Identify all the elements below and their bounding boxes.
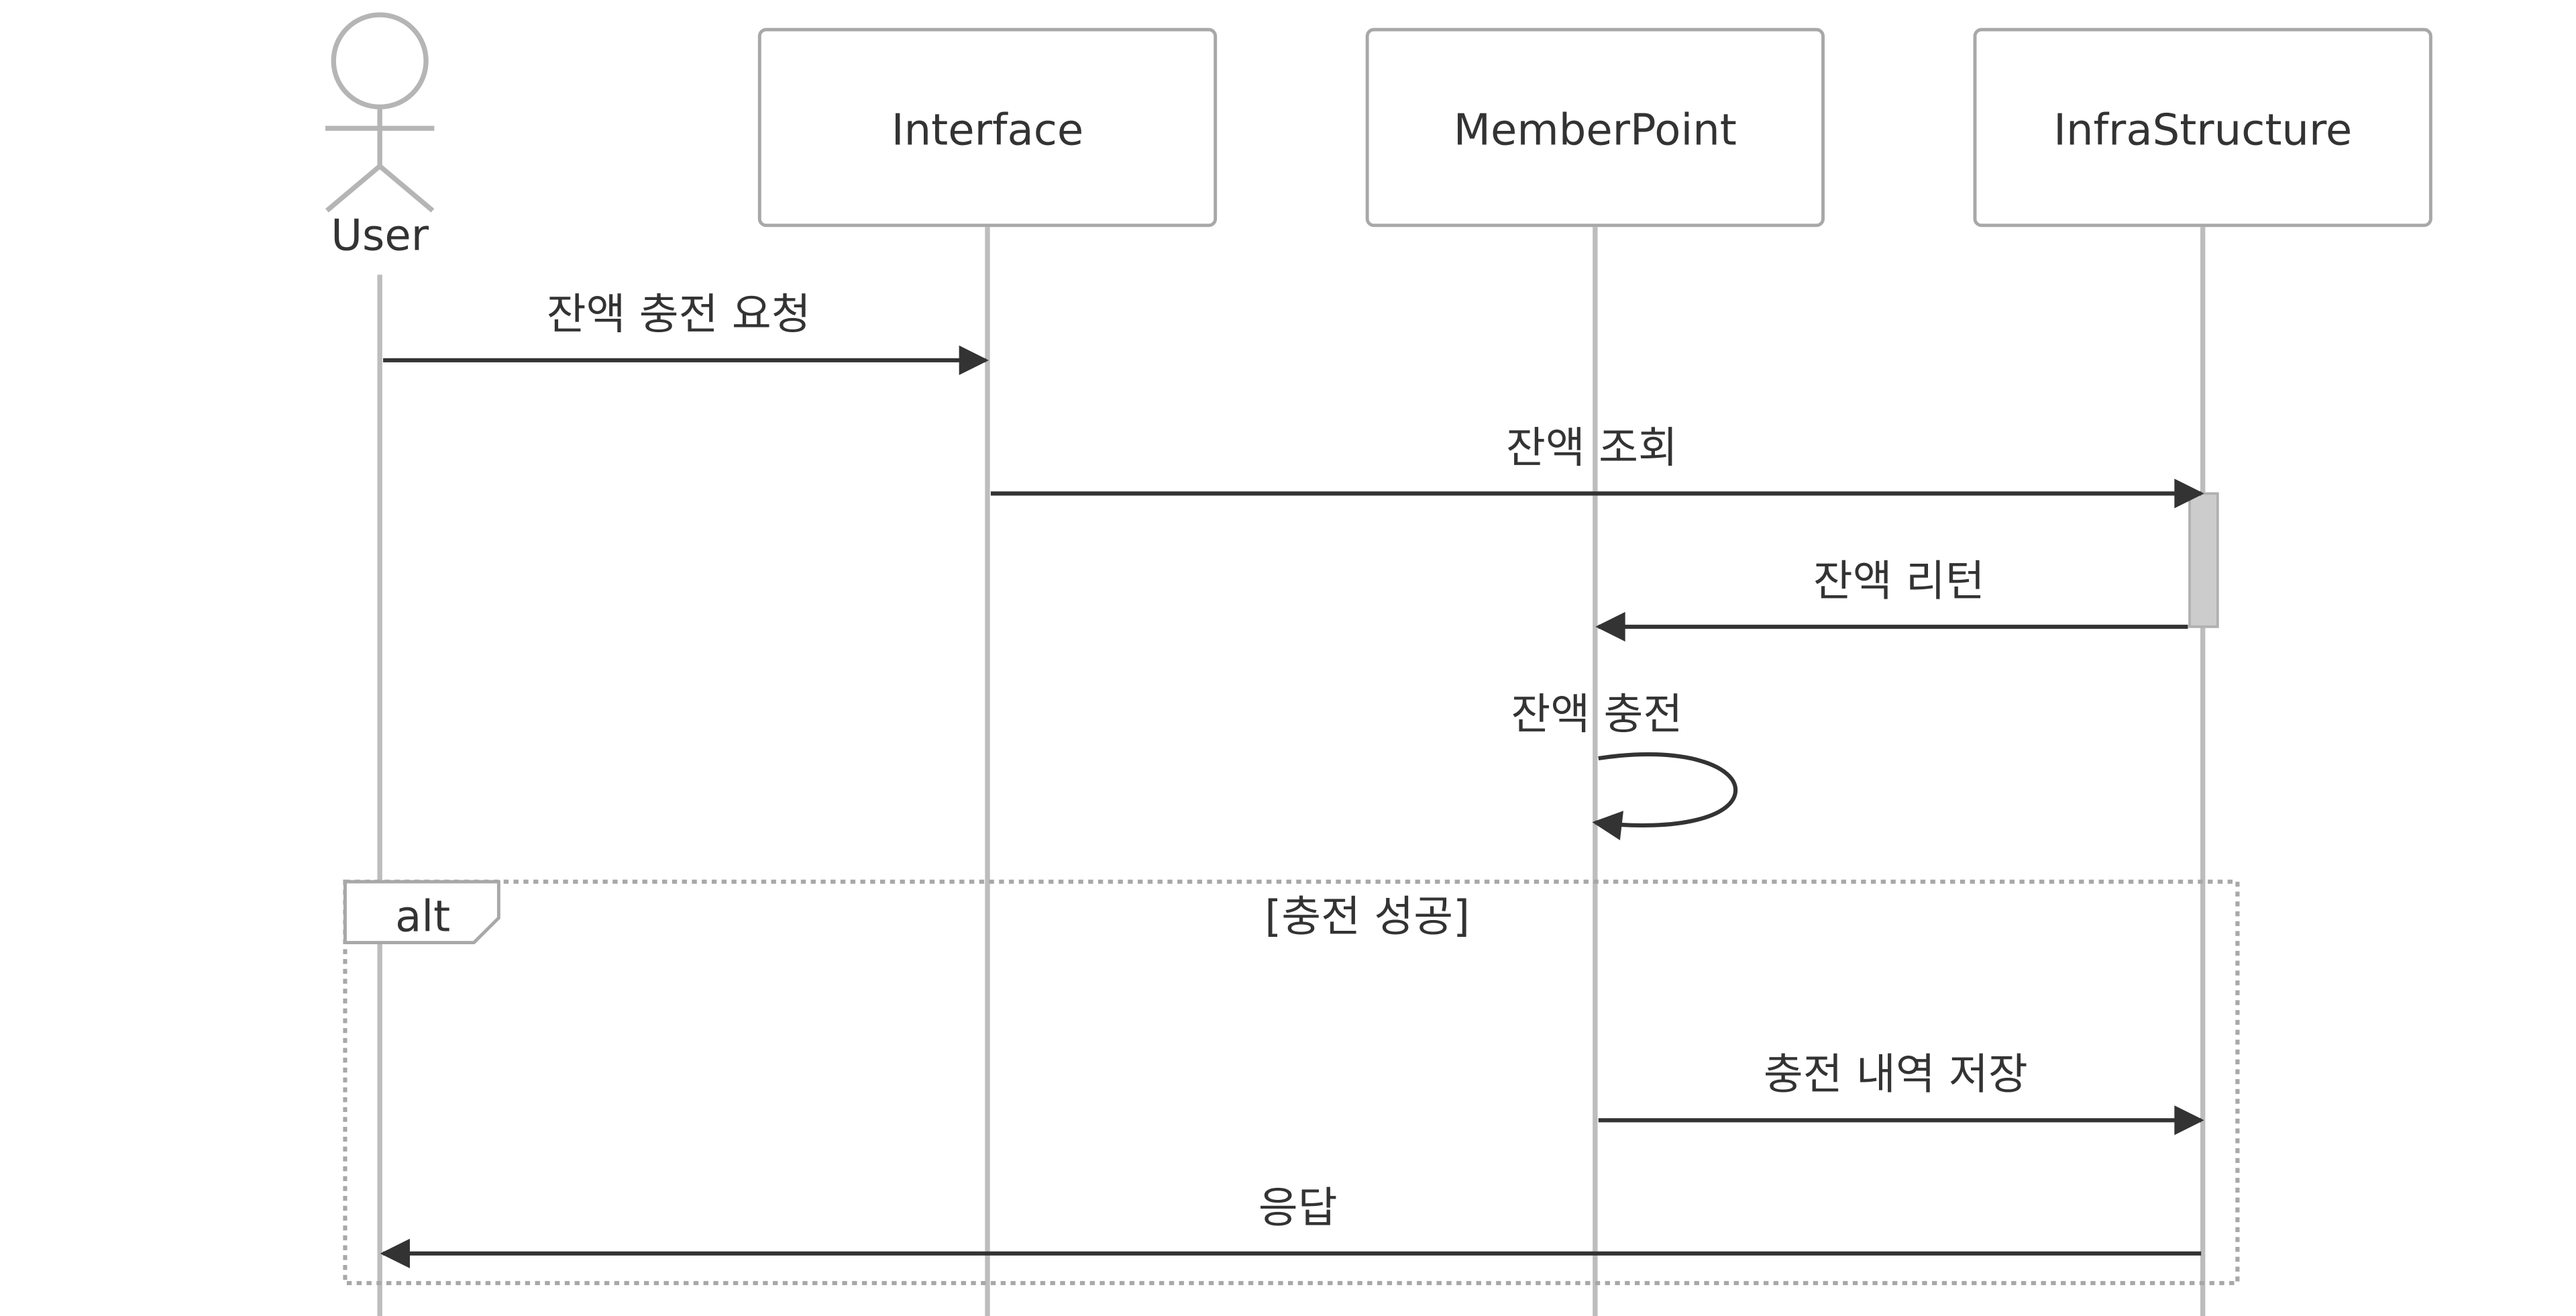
message-balance-return: 잔액 리턴 (1595, 556, 2188, 642)
message-response: 응답 (380, 1183, 2202, 1268)
activation-bar (2188, 492, 2219, 628)
message-balance-inquiry: 잔액 조회 (990, 423, 2204, 509)
actor-label-user: User (331, 211, 429, 261)
message-balance-charge: 잔액 충전 (1511, 690, 1738, 841)
stick-figure-icon (325, 12, 435, 213)
alt-frame: alt [충전 성공] (343, 879, 2240, 1286)
message-label: 잔액 조회 (1506, 423, 1678, 473)
message-label: 잔액 충전 요청 (547, 290, 811, 340)
frame-condition: [충전 성공] (1265, 893, 1470, 942)
message-label: 잔액 리턴 (1813, 556, 1985, 606)
message-label: 응답 (1258, 1183, 1338, 1233)
self-call-arrow (1592, 752, 1738, 841)
message-balance-charge-request: 잔액 충전 요청 (383, 290, 989, 375)
participant-interface: Interface (757, 28, 1218, 227)
message-save-charge-history: 충전 내역 저장 (1598, 1050, 2204, 1135)
participant-memberpoint: MemberPoint (1365, 28, 1825, 227)
message-label: 충전 내역 저장 (1764, 1050, 2028, 1100)
participant-infrastructure: InfraStructure (1973, 28, 2432, 227)
actor-user: User (325, 12, 435, 261)
message-label: 잔액 충전 (1511, 690, 1682, 740)
participant-label-interface: Interface (892, 106, 1084, 156)
participant-label-memberpoint: MemberPoint (1454, 106, 1737, 156)
frame-label-box (343, 880, 500, 945)
participant-label-infrastructure: InfraStructure (2053, 106, 2352, 156)
frame-label: alt (395, 893, 450, 942)
